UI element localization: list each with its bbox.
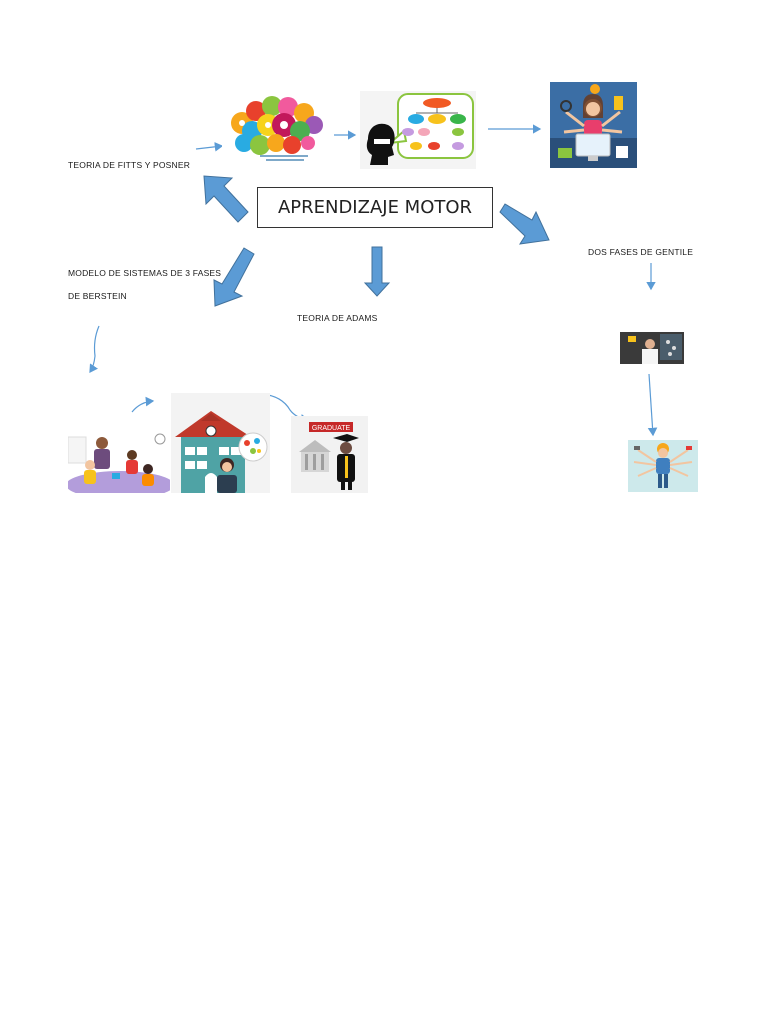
children-playing-icon (68, 433, 170, 493)
central-title: APRENDIZAJE MOTOR (277, 197, 473, 218)
multitasking-woman-icon (550, 82, 637, 168)
block-arrow-down (363, 246, 391, 297)
label-fitts-posner: TEORIA DE FITTS Y POSNER (68, 160, 191, 170)
label-gentile: DOS FASES DE GENTILE (588, 247, 694, 257)
label-modelo-line1: MODELO DE SISTEMAS DE 3 FASES (68, 268, 222, 278)
teacher-photo-icon (620, 332, 684, 364)
graduate-icon: GRADUATE (291, 416, 368, 493)
central-title-box: APRENDIZAJE MOTOR (257, 187, 493, 228)
graduate-banner-text: GRADUATE (312, 425, 351, 432)
label-adams: TEORIA DE ADAMS (297, 313, 378, 323)
block-arrow-up-left (203, 175, 249, 223)
brain-gears-icon (222, 93, 332, 165)
thin-arrow-modelo-down (89, 325, 100, 373)
thin-arrow-fitts-to-brain (195, 142, 224, 152)
thin-arrow-teacher-to-worker (647, 373, 658, 437)
school-building-icon (171, 393, 270, 493)
thin-arrow-children-to-school (131, 396, 155, 413)
multiarm-worker-icon (628, 440, 698, 492)
label-modelo-line2: DE BERSTEIN (68, 291, 127, 301)
block-arrow-down-right (499, 203, 550, 245)
head-flowchart-icon (360, 91, 476, 169)
block-arrow-down-left (213, 247, 255, 307)
